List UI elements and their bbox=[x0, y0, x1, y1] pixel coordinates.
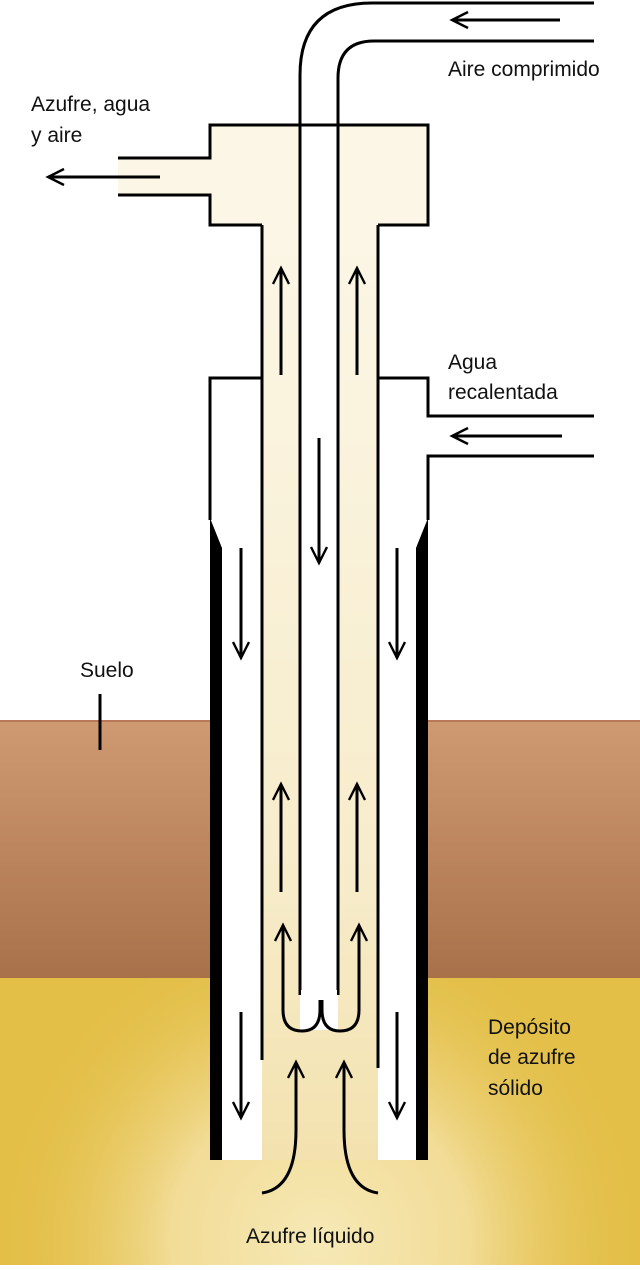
label-hot-water-line1: Agua bbox=[448, 351, 497, 374]
outer-casing-outline bbox=[210, 378, 262, 1160]
label-hot-water-line2: recalentada bbox=[448, 381, 558, 404]
casing-right-wall bbox=[416, 518, 428, 1160]
label-liquid-sulfur: Azufre líquido bbox=[246, 1225, 374, 1248]
label-deposit-line2: de azufre bbox=[488, 1046, 576, 1069]
air-pipe bbox=[300, 3, 594, 1030]
flow-arrows bbox=[45, 10, 562, 1195]
label-compressed-air: Aire comprimido bbox=[448, 58, 600, 81]
label-deposit-line1: Depósito bbox=[488, 1016, 571, 1039]
pipe-outlines bbox=[118, 1, 594, 1068]
label-ground: Suelo bbox=[80, 659, 134, 682]
label-output-line2: y aire bbox=[31, 124, 82, 147]
liquid-sulfur-arrow bbox=[334, 1059, 379, 1195]
label-output-line1: Azufre, agua bbox=[31, 93, 150, 116]
label-deposit-line3: sólido bbox=[488, 1077, 543, 1100]
casing-left-wall bbox=[210, 518, 222, 1160]
air-pipe-gap bbox=[301, 990, 337, 1000]
output-header bbox=[118, 125, 428, 225]
liquid-sulfur-arrow bbox=[261, 1059, 306, 1195]
